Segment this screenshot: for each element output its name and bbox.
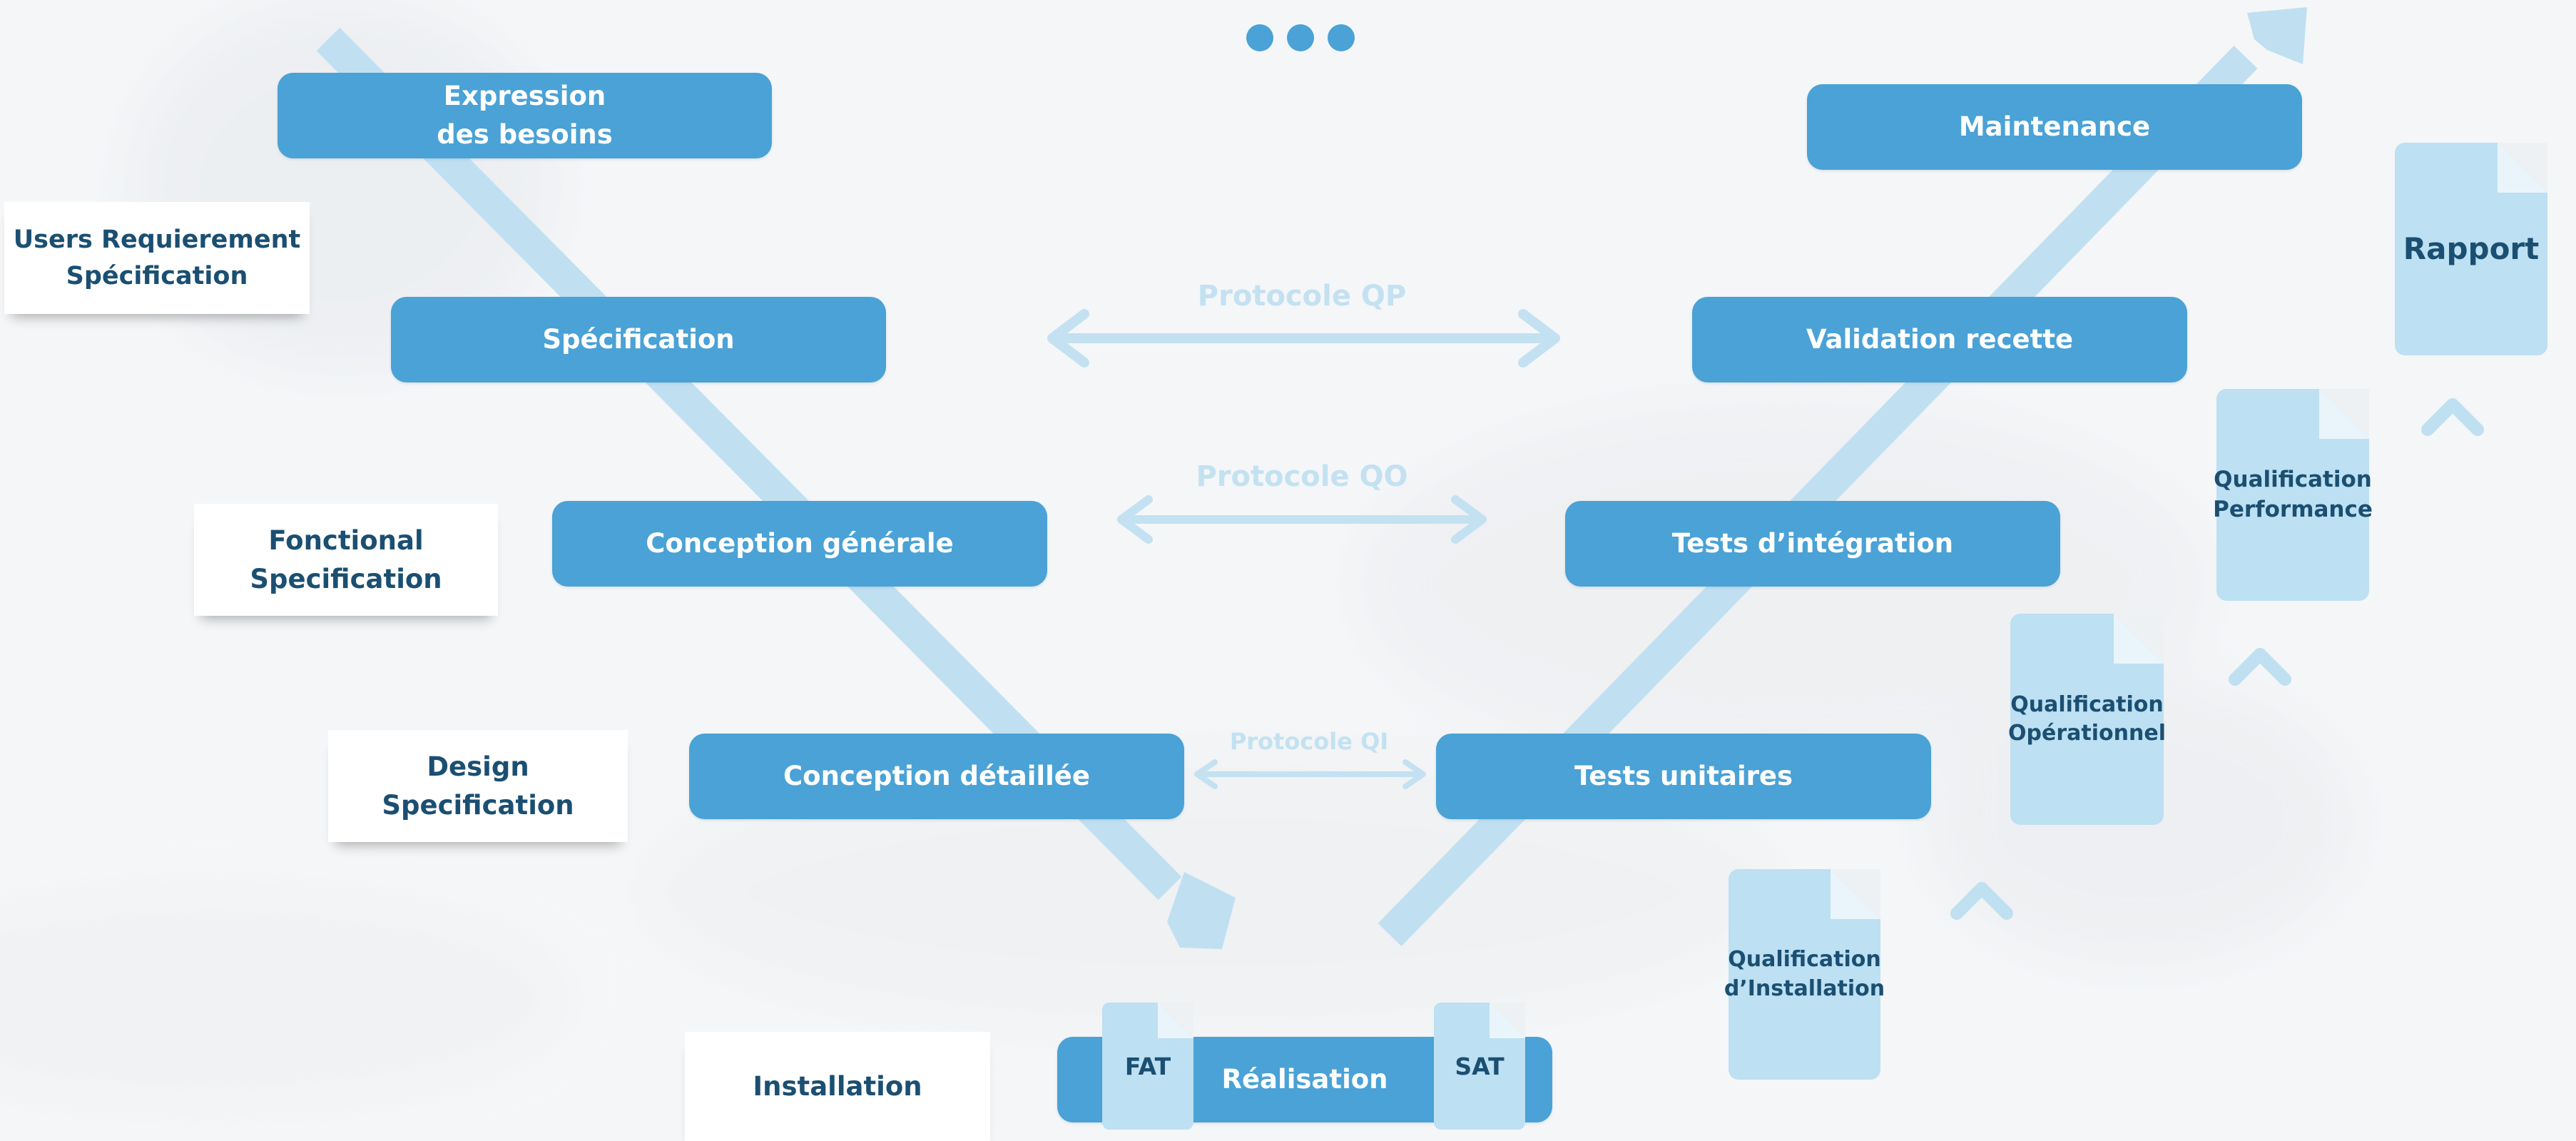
sat-label: SAT bbox=[1455, 1053, 1505, 1080]
design-specification: Design Specification bbox=[328, 730, 628, 842]
double-arrow-icon bbox=[1194, 759, 1426, 789]
ascending-arrow-head bbox=[2247, 7, 2307, 64]
phase-tests-integration: Tests d’intégration bbox=[1565, 501, 2060, 587]
users-requirement-specification: Users Requierement Spécification bbox=[4, 202, 310, 314]
three-dots-icon bbox=[1287, 24, 1314, 51]
fonctional-specification: Fonctional Specification bbox=[194, 504, 498, 616]
qualification-performance-label: Qualification Performance bbox=[2213, 466, 2373, 522]
protocol-qi-label: Protocole QI bbox=[1229, 728, 1389, 755]
qualification-installation-label: Qualification d’Installation bbox=[1724, 947, 1885, 1001]
protocol-qo-label: Protocole QO bbox=[1196, 460, 1408, 493]
document-fold-icon bbox=[2498, 143, 2547, 193]
protocol-qp-label: Protocole QP bbox=[1197, 280, 1407, 313]
qualification-operationnel-label: Qualification Opérationnel bbox=[2008, 691, 2166, 746]
phase-expression-des-besoins: Expression des besoins bbox=[278, 73, 772, 158]
document-fold-icon bbox=[1831, 869, 1880, 919]
fat-label: FAT bbox=[1124, 1053, 1171, 1080]
rapport-label: Rapport bbox=[2403, 230, 2540, 266]
chevron-up-icon bbox=[1950, 882, 2013, 920]
phase-specification: Spécification bbox=[391, 297, 886, 382]
chevron-up-icon bbox=[2229, 648, 2291, 686]
document-qualification-performance: Qualification Performance bbox=[2213, 389, 2373, 601]
phase-conception-detaillee: Conception détaillée bbox=[689, 734, 1184, 819]
chevron-up-icon bbox=[2421, 398, 2484, 436]
document-fold-icon bbox=[1158, 1003, 1193, 1038]
double-arrow-icon bbox=[1047, 309, 1560, 367]
descending-arrow-head bbox=[1167, 872, 1236, 949]
document-qualification-installation: Qualification d’Installation bbox=[1724, 869, 1885, 1080]
document-qualification-operationnel: Qualification Opérationnel bbox=[2008, 614, 2166, 825]
three-dots-icon bbox=[1328, 24, 1355, 51]
double-arrow-icon bbox=[1117, 495, 1487, 544]
installation-label: Installation bbox=[685, 1032, 990, 1141]
phase-tests-unitaires: Tests unitaires bbox=[1436, 734, 1931, 819]
phase-validation-recette: Validation recette bbox=[1692, 297, 2187, 382]
three-dots-icon bbox=[1246, 24, 1273, 51]
document-fold-icon bbox=[2114, 614, 2164, 664]
document-fold-icon bbox=[1490, 1003, 1525, 1038]
phase-conception-generale: Conception générale bbox=[552, 501, 1047, 587]
document-fat: FAT bbox=[1102, 1003, 1193, 1130]
document-fold-icon bbox=[2319, 389, 2369, 439]
document-rapport: Rapport bbox=[2395, 143, 2547, 355]
phase-maintenance: Maintenance bbox=[1807, 84, 2302, 170]
document-sat: SAT bbox=[1434, 1003, 1525, 1130]
